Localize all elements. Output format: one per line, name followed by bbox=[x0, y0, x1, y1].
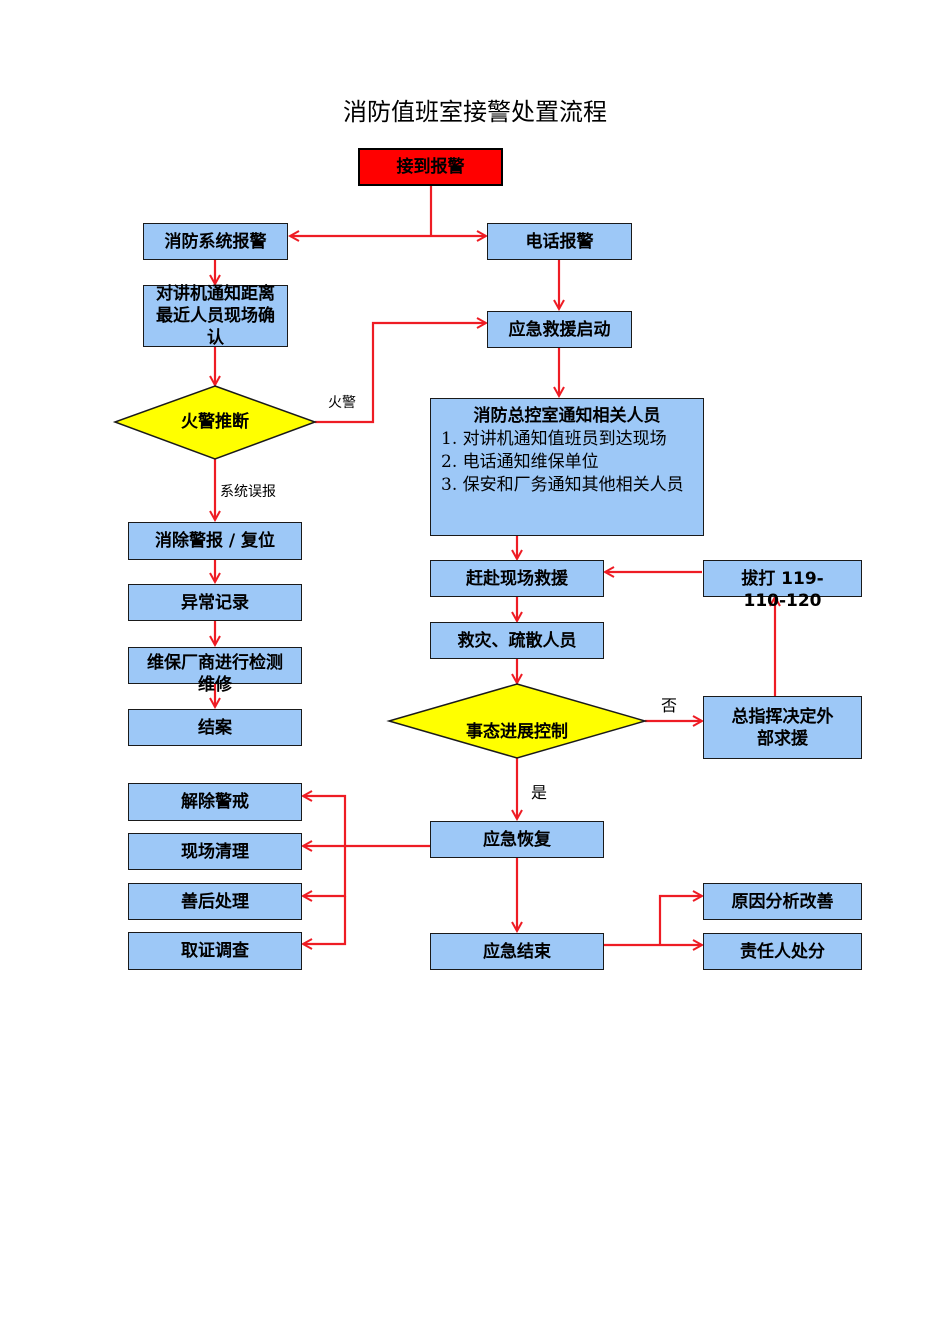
control-notify-heading: 消防总控室通知相关人员 bbox=[473, 406, 661, 426]
yes-label: 是 bbox=[531, 783, 548, 802]
abnormal-record-node: 异常记录 bbox=[128, 584, 302, 621]
clear-reset-node: 消除警报 / 复位 bbox=[128, 522, 302, 560]
emergency-start-node: 应急救援启动 bbox=[487, 311, 632, 348]
emergency-end-label: 应急结束 bbox=[483, 941, 551, 962]
system-alarm-node: 消防系统报警 bbox=[143, 223, 288, 260]
emergency-recover-label: 应急恢复 bbox=[483, 829, 551, 850]
control-notify-line-3: 3. 保安和厂务通知其他相关人员 bbox=[441, 475, 684, 495]
emergency-recover-node: 应急恢复 bbox=[430, 821, 604, 858]
maintenance-node: 维保厂商进行检测维修 bbox=[128, 647, 302, 695]
emergency-end-node: 应急结束 bbox=[430, 933, 604, 970]
abnormal-record-label: 异常记录 bbox=[181, 592, 249, 613]
lift-alert-label: 解除警戒 bbox=[181, 792, 249, 812]
rush-rescue-node: 赶赴现场救援 bbox=[430, 560, 604, 597]
receive-alarm-node: 接到报警 bbox=[358, 148, 503, 186]
situation-control-label: 事态进展控制 bbox=[466, 722, 568, 742]
page-title: 消防值班室接警处置流程 bbox=[343, 98, 607, 126]
control-notify-line-1: 1. 对讲机通知值班员到达现场 bbox=[441, 429, 667, 449]
intercom-confirm-node: 对讲机通知距离最近人员现场确认 bbox=[143, 284, 288, 348]
close-case-label: 结案 bbox=[198, 717, 232, 738]
cause-analysis-label: 原因分析改善 bbox=[731, 891, 834, 912]
system-alarm-label: 消防系统报警 bbox=[164, 231, 267, 252]
aftermath-label: 善后处理 bbox=[181, 891, 249, 912]
false-alarm-label: 系统误报 bbox=[220, 484, 276, 500]
commander-decide-node: 总指挥决定外部求援 bbox=[703, 696, 862, 759]
fire-label: 火警 bbox=[328, 395, 356, 411]
dial-help-label: 拔打 119-110-120 bbox=[741, 568, 824, 611]
fire-judge-diamond bbox=[112, 385, 318, 460]
fire-judge-label: 火警推断 bbox=[181, 412, 249, 432]
situation-control-diamond bbox=[386, 683, 648, 759]
aftermath-node: 善后处理 bbox=[128, 883, 302, 920]
dial-help-node: 拔打 119-110-120 bbox=[703, 560, 862, 611]
responsible-punish-label: 责任人处分 bbox=[740, 941, 825, 962]
phone-alarm-node: 电话报警 bbox=[487, 223, 632, 260]
commander-decide-label: 总指挥决定外部求援 bbox=[731, 706, 834, 749]
rescue-evacuate-label: 救灾、疏散人员 bbox=[457, 630, 577, 651]
intercom-confirm-label: 对讲机通知距离最近人员现场确认 bbox=[156, 284, 275, 348]
control-notify-line-2: 2. 电话通知维保单位 bbox=[441, 452, 599, 472]
rush-rescue-label: 赶赴现场救援 bbox=[466, 568, 568, 589]
maintenance-label: 维保厂商进行检测维修 bbox=[147, 652, 283, 695]
phone-alarm-label: 电话报警 bbox=[525, 231, 594, 252]
evidence-node: 取证调查 bbox=[128, 932, 302, 970]
control-notify-node: 消防总控室通知相关人员 1. 对讲机通知值班员到达现场 2. 电话通知维保单位 … bbox=[430, 398, 704, 536]
receive-alarm-label: 接到报警 bbox=[396, 157, 465, 177]
no-label: 否 bbox=[661, 696, 678, 715]
rescue-evacuate-node: 救灾、疏散人员 bbox=[430, 622, 604, 659]
evidence-label: 取证调查 bbox=[181, 941, 249, 961]
emergency-start-label: 应急救援启动 bbox=[508, 319, 611, 340]
site-cleanup-label: 现场清理 bbox=[181, 841, 249, 862]
responsible-punish-node: 责任人处分 bbox=[703, 933, 862, 970]
cause-analysis-node: 原因分析改善 bbox=[703, 883, 862, 920]
clear-reset-label: 消除警报 / 复位 bbox=[154, 531, 276, 551]
lift-alert-node: 解除警戒 bbox=[128, 783, 302, 821]
close-case-node: 结案 bbox=[128, 709, 302, 746]
site-cleanup-node: 现场清理 bbox=[128, 833, 302, 870]
